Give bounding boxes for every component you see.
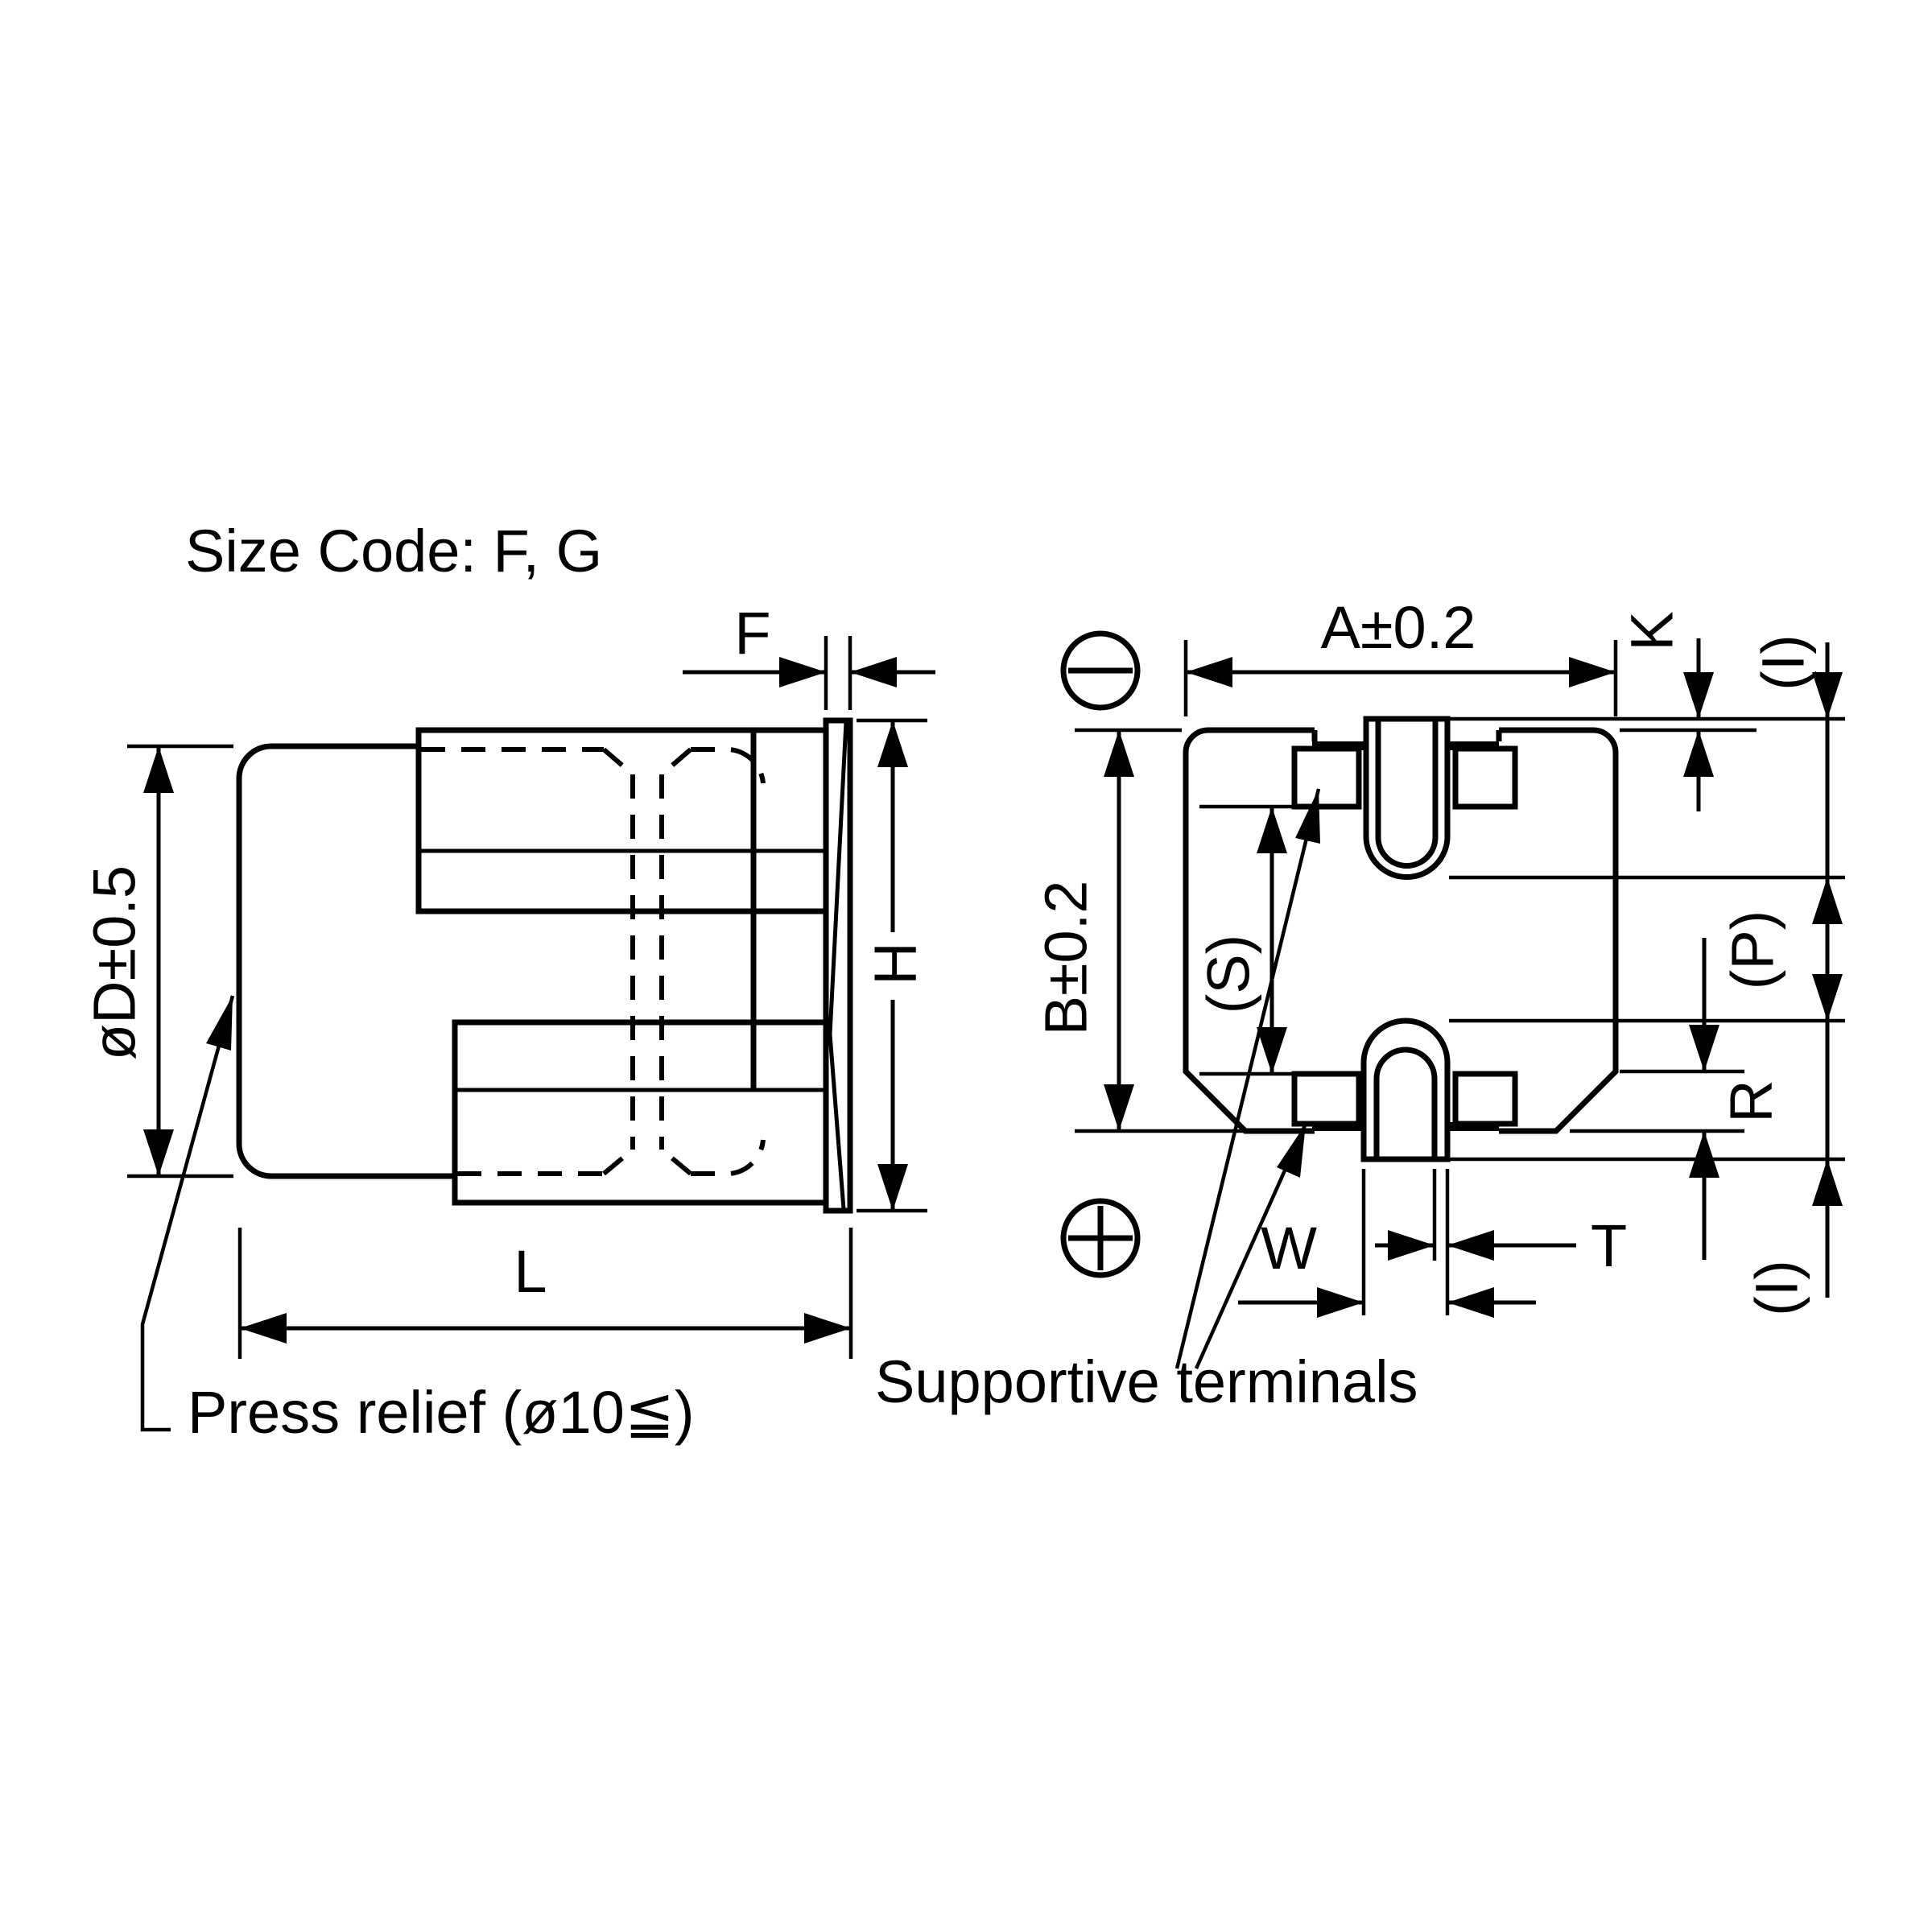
supportive-terminals-label: Supportive terminals (875, 1348, 1418, 1415)
dim-i-bottom-label: (I) (1744, 1260, 1810, 1316)
supportive-terminals-callout: Supportive terminals (875, 788, 1418, 1415)
bottom-view: A±0.2 K (I) (P) (I) R (875, 594, 1845, 1415)
dim-t-label: T (1591, 1212, 1627, 1279)
dim-p-label: (P) (1719, 910, 1786, 990)
dim-t: T (1375, 1169, 1627, 1279)
terminal-tab-top-inner (1375, 720, 1439, 869)
polarity-plus-icon (1060, 1198, 1141, 1278)
dim-a: A±0.2 (1183, 594, 1618, 716)
dim-w: W (1238, 1169, 1536, 1318)
terminal-tab-bottom-inner (1373, 1046, 1438, 1158)
body-outline-right (1499, 727, 1619, 1134)
supportive-pad-top-left (1291, 745, 1362, 810)
dim-f: F (683, 600, 935, 710)
dim-l: L (237, 1228, 853, 1359)
supportive-pad-top-right (1452, 745, 1518, 810)
hidden-can-edges (421, 747, 766, 1176)
dim-b-label: B±0.2 (1033, 881, 1100, 1036)
seat-plate-taper-line (828, 721, 848, 1210)
supportive-pad-bottom-right (1452, 1071, 1518, 1127)
extension-lines (1447, 716, 1845, 1162)
dim-f-label: F (734, 600, 770, 667)
press-relief-label: Press relief (ø10≦) (188, 1379, 694, 1446)
dim-s: (S) (1195, 804, 1292, 1076)
body-outline-left (1183, 727, 1315, 1134)
capacitor-can-outline (236, 743, 457, 1179)
dim-chain-right-outer: (I) (P) (I) (1719, 634, 1843, 1316)
polarity-minus-icon (1060, 630, 1141, 711)
dim-diameter: øD±0.5 (81, 744, 233, 1179)
dim-a-label: A±0.2 (1321, 594, 1476, 661)
upper-terminal-block (415, 727, 829, 914)
dim-h: H (857, 718, 929, 1213)
seat-plate (823, 717, 853, 1214)
dim-r: R (1689, 938, 1785, 1260)
dim-k: K (1619, 611, 1714, 811)
dim-w-label: W (1261, 1215, 1317, 1282)
dim-l-label: L (514, 1238, 547, 1305)
dim-r-label: R (1718, 1080, 1785, 1122)
side-view: F øD±0.5 H L (81, 600, 935, 1446)
dim-i-top-label: (I) (1750, 634, 1817, 691)
size-code-title: Size Code: F, G (185, 518, 602, 584)
dim-diameter-label: øD±0.5 (81, 865, 148, 1060)
supportive-pad-bottom-left (1291, 1071, 1362, 1127)
dim-h-label: H (862, 942, 929, 985)
terminal-tab-top (1363, 716, 1451, 880)
dim-k-label: K (1619, 611, 1686, 650)
press-relief-callout: Press relief (ø10≦) (140, 995, 694, 1446)
dim-s-label: (S) (1195, 935, 1262, 1014)
dim-b: B±0.2 (1033, 728, 1248, 1133)
